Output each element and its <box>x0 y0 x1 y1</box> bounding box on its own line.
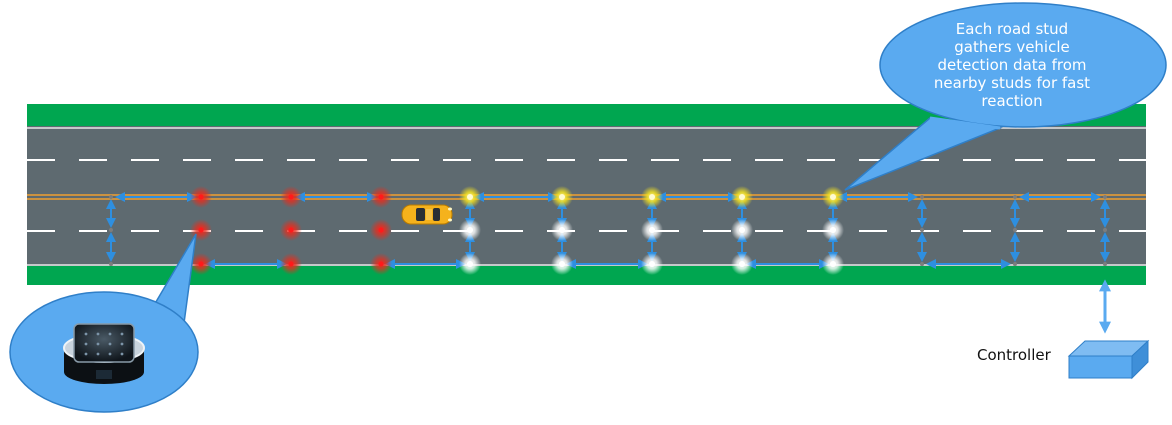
road-stud <box>378 227 384 233</box>
callout-line: reaction <box>981 92 1043 110</box>
road-stud <box>288 227 294 233</box>
road-stud <box>109 228 113 232</box>
road-stud <box>467 227 473 233</box>
road-stud <box>109 195 113 199</box>
road-stud <box>378 261 384 267</box>
road-stud <box>559 227 565 233</box>
road-stud <box>198 227 204 233</box>
road-stud <box>198 261 204 267</box>
road-stud <box>1013 262 1017 266</box>
road-studs <box>109 186 1107 275</box>
road-stud <box>739 227 745 233</box>
road-stud <box>830 261 836 267</box>
road-stud <box>467 261 473 267</box>
road-stud <box>1013 228 1017 232</box>
car-icon <box>401 204 453 225</box>
road-stud <box>1013 195 1017 199</box>
road-stud <box>1103 262 1107 266</box>
road-stud <box>920 262 924 266</box>
grass-top <box>27 104 1146 126</box>
callout-line: Each road stud <box>955 20 1069 38</box>
road-stud <box>288 261 294 267</box>
road-stud <box>649 261 655 267</box>
road-stud <box>378 194 384 200</box>
road-stud <box>649 194 655 200</box>
road-stud <box>1103 195 1107 199</box>
callout-line: detection data from <box>937 56 1087 74</box>
road-stud <box>920 195 924 199</box>
road-stud <box>559 194 565 200</box>
road-stud <box>1103 228 1107 232</box>
road-stud <box>830 194 836 200</box>
road-stud <box>559 261 565 267</box>
info-callout <box>844 2 1167 191</box>
road-surface <box>27 126 1146 266</box>
road-stud <box>739 194 745 200</box>
callout-line: gathers vehicle <box>954 38 1070 56</box>
solar-road-stud-icon <box>63 323 145 384</box>
controller-box-icon <box>1067 339 1150 380</box>
grass-bottom <box>27 266 1146 285</box>
road-stud <box>467 194 473 200</box>
road-stud <box>198 194 204 200</box>
controller-label: Controller <box>977 346 1051 364</box>
road-stud <box>920 228 924 232</box>
callout-line: nearby studs for fast <box>933 74 1091 92</box>
callout-text: Each road stud gathers vehicle detection… <box>918 20 1106 110</box>
road-stud <box>109 262 113 266</box>
road-stud <box>739 261 745 267</box>
road-stud <box>830 227 836 233</box>
road-stud <box>649 227 655 233</box>
road-stud <box>288 194 294 200</box>
